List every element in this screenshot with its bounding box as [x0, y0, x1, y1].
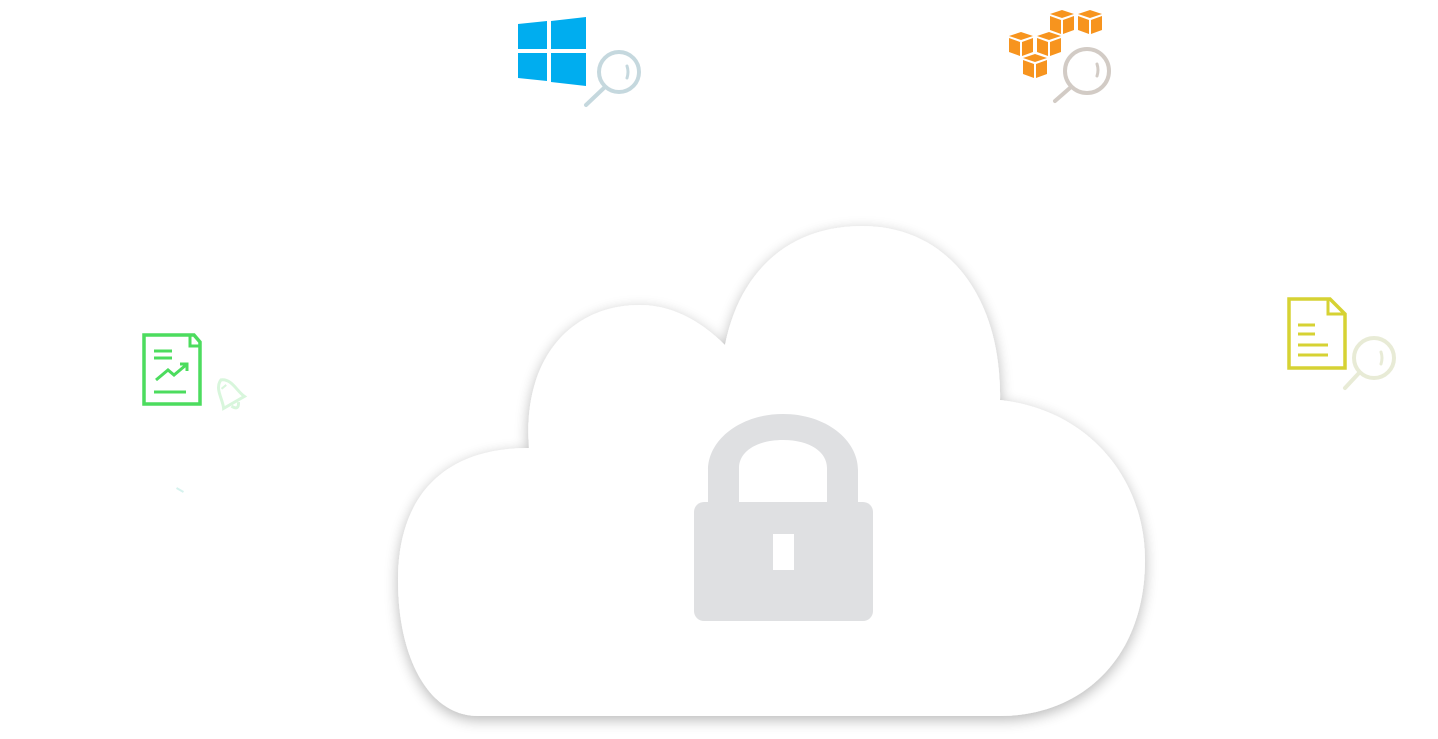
aws-search-icon [1005, 5, 1120, 110]
document-search-icon [1282, 292, 1412, 397]
cloud-icon [398, 226, 1145, 716]
bell-icon [217, 378, 248, 411]
document-icon [1287, 297, 1347, 370]
padlock-keyhole [773, 534, 794, 570]
padlock-icon [694, 414, 873, 621]
aws-cubes-icon [1009, 10, 1102, 78]
magnifier-icon [1343, 336, 1396, 390]
windows-logo-icon [518, 17, 586, 86]
report-alert-icon [138, 330, 253, 420]
windows-search-icon [510, 10, 650, 115]
magnifier-icon [584, 50, 641, 107]
magnifier-icon [1053, 47, 1111, 103]
padlock-shackle [708, 414, 858, 503]
report-chart-icon [142, 333, 202, 406]
